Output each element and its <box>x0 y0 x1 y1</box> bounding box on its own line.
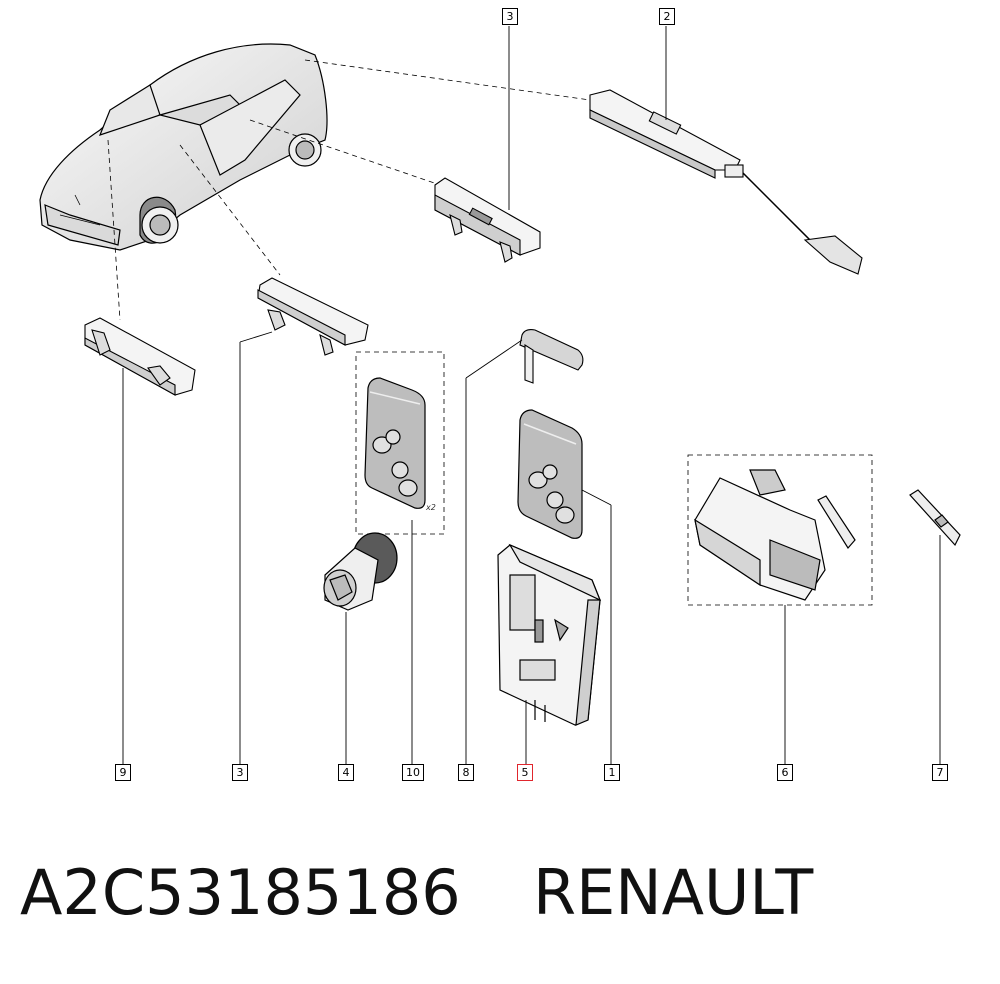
part-5-card-reader <box>497 543 602 726</box>
part-4-start-button <box>323 532 398 611</box>
part-number-caption: A2C53185186 <box>20 856 461 929</box>
callout-4: 4 <box>338 764 354 781</box>
callout-leaders <box>122 26 941 764</box>
part-1-key-card <box>517 409 583 539</box>
callout-6: 6 <box>777 764 793 781</box>
quantity-note: x2 <box>426 503 436 512</box>
callout-10: 10 <box>402 764 424 781</box>
callout-3-top: 3 <box>502 8 518 25</box>
parts-diagram <box>39 26 961 764</box>
part-3-bottom-antenna <box>257 277 369 356</box>
callout-3-bottom: 3 <box>232 764 248 781</box>
callout-2: 2 <box>659 8 675 25</box>
callout-5: 5 <box>517 764 533 781</box>
part-7-pin <box>909 489 961 547</box>
part-6-connector <box>694 469 856 601</box>
callout-9: 9 <box>115 764 131 781</box>
car-illustration <box>39 43 328 251</box>
part-9-bracket <box>84 317 196 396</box>
part-8-key-blade <box>519 329 584 384</box>
brand-caption: RENAULT <box>533 856 814 929</box>
callout-1: 1 <box>604 764 620 781</box>
dashed-leaders <box>107 59 873 606</box>
part-2-antenna <box>589 89 863 275</box>
part-10-key-card <box>364 377 426 509</box>
part-3-top-antenna <box>434 177 541 263</box>
callout-7: 7 <box>932 764 948 781</box>
callout-8: 8 <box>458 764 474 781</box>
